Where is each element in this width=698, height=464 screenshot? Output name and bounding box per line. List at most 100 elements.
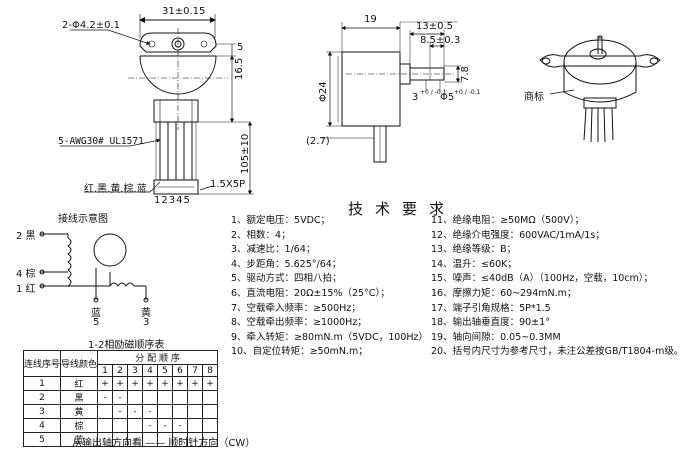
row-color: 蓝 [60,432,99,447]
spec-item: 2、相数：4； [231,229,291,241]
wiring-schematic [39,231,149,303]
cell: + [142,376,159,391]
cell [127,418,144,433]
cell [142,390,159,405]
cell: - [112,404,129,419]
row-color: 红 [60,376,99,391]
excitation-sequence-table: 连线序号 导线颜色 分 配 顺 序 1 2 3 4 5 6 7 8 1 红 + … [22,350,219,447]
spec-item: 4、步距角：5.625°/64； [231,258,342,270]
shaft-flat-tolerance: +0 / -0.1 [420,89,447,96]
step-header: 2 [112,364,129,377]
spec-item: 18、输出轴垂直度：90±1° [431,317,550,329]
connector-label: 1.5X5P [210,179,246,190]
rotation-direction-note: 从输出轴方向看 —— 顺时针方向（CW） [72,438,256,449]
step-header: 5 [157,364,174,377]
row-number: 3 [22,404,62,419]
cell [157,390,174,405]
shaft-flat-dimension: 3 [412,92,419,103]
dimension-5: 5 [237,42,244,53]
cell [187,418,204,433]
spec-item: 17、端子引角规格：5P*1.5 [431,302,551,314]
spec-item: 1、额定电压：5VDC； [231,215,331,226]
col-header-sequence: 分 配 顺 序 [97,350,219,365]
cell [157,404,174,419]
iso-view-outline [539,35,661,143]
col-header-number: 连线序号 [22,350,62,377]
row-number: 5 [22,432,62,447]
spec-item: 20、括号内尺寸为参考尺寸，未注公差按GB/T1804-m级。 [431,346,684,358]
cell: - [202,432,219,447]
cell: - [172,432,189,447]
cell [202,418,219,433]
spec-item: 8、空载牵出频率：≥1000Hz； [231,317,367,329]
table-row: 4 棕 - - - [22,418,219,433]
spec-item: 12、绝缘介电强度：600VAC/1mA/1s； [431,229,605,241]
wire-label-yellow-number: 3 [143,317,150,328]
wire-label-black: 2 黑 [16,231,36,242]
row-number: 1 [22,376,62,391]
connector-pins-label: 12345 [154,195,191,206]
spec-item: 10、自定位转矩：≥50mN.m； [231,346,368,358]
wire-label-brown: 4 棕 [16,269,36,280]
trademark-label: 商标 [524,92,544,103]
step-header: 7 [187,364,204,377]
cell: - [97,390,114,405]
cell: - [187,432,204,447]
wire-label-yellow-color: 黄 [141,308,151,319]
cell: - [142,404,159,419]
spec-item: 5、驱动方式：四相八拍； [231,273,342,285]
spec-item: 14、温升：≤60K； [431,258,517,270]
dimension-19: 19 [364,14,377,25]
wire-label-red: 1 红 [16,284,36,295]
step-header: 3 [127,364,144,377]
cell: + [187,376,204,391]
spec-item: 7、空载牵入频率：≥500Hz； [231,302,361,314]
dimension-8-5: 8.5±0.3 [420,35,461,46]
mount-hole-dimension: 2-Φ4.2±0.1 [62,20,121,31]
spec-item: 9、牵入转矩：≥80mN.m（5VDC，100Hz） [231,331,428,343]
cell: - [127,404,144,419]
wiring-title: 接线示意图 [58,214,108,225]
spec-item: 19、轴向间隙：0.05~0.3MM [431,331,561,343]
spec-item: 11、绝缘电阻：≥50MΩ（500V）； [431,215,584,226]
cell [202,390,219,405]
sequence-caption: 1-2相励磁顺序表 [88,340,165,351]
top-view-outline [70,14,250,130]
cell [172,390,189,405]
tech-requirements-left: 1、额定电压：5VDC； 2、相数：4； 3、减速比：1/64； 4、步距角：5… [231,214,428,360]
dimension-16-5: 16.5 [234,57,245,80]
shaft-diameter-tolerance: +0 / -0.1 [454,89,481,96]
dimension-13: 13±0.5 [416,21,454,32]
tech-requirements-title: 技术要求 [348,200,457,218]
cell [112,418,129,433]
dimension-2-7: (2.7) [306,136,330,147]
cell: - [172,418,189,433]
cell: + [172,376,189,391]
row-color: 黄 [60,404,99,419]
cable-bundle [60,121,254,195]
cell [172,404,189,419]
cell: + [157,376,174,391]
step-header: 4 [142,364,159,377]
cell: - [142,418,159,433]
wire-label-blue-number: 5 [93,317,100,328]
spec-item: 13、绝缘等级：B； [431,244,517,256]
wire-colors-label: 红.黑.黄.棕.蓝 [84,184,147,195]
row-color: 棕 [60,418,99,433]
wire-spec-label: 5-AWG30# UL1571 [58,136,144,147]
row-color: 黑 [60,390,99,405]
dimension-7-8: 7.8 [460,66,471,82]
table-row: 2 黑 - - [22,390,219,405]
cell [97,418,114,433]
step-header: 1 [97,364,114,377]
table-row: 1 红 + + + + + + + + [22,376,219,391]
tech-requirements-right: 11、绝缘电阻：≥50MΩ（500V）； 12、绝缘介电强度：600VAC/1m… [431,214,683,360]
cell [202,404,219,419]
col-header-color: 导线颜色 [60,350,99,377]
cell: + [112,376,129,391]
cell [187,390,204,405]
step-header: 6 [172,364,189,377]
body-diameter: Φ24 [318,81,329,102]
spec-item: 15、噪声：≤40dB（A）（100Hz，空载，10cm）； [431,273,654,285]
